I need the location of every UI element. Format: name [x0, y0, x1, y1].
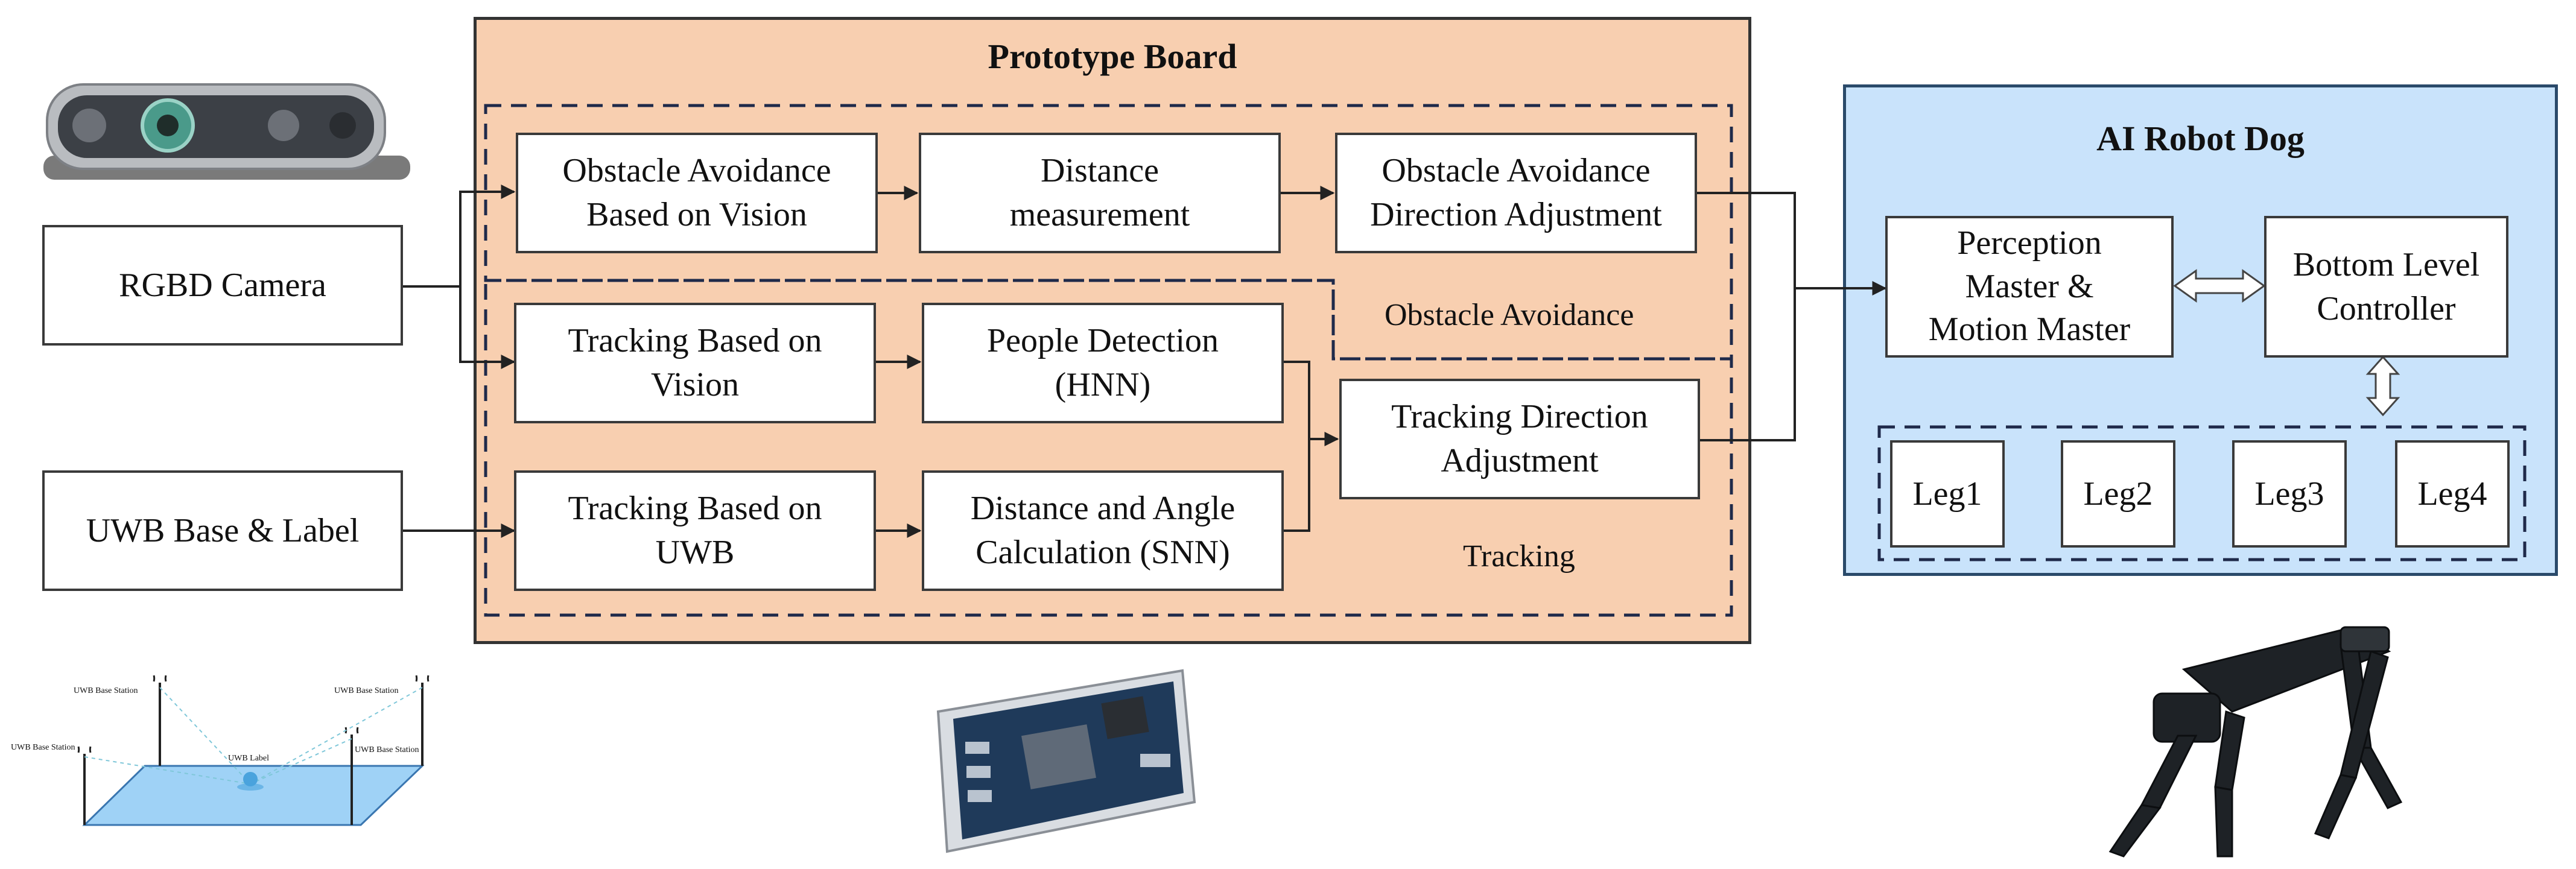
obstacle-vision-block: Obstacle Avoidance Based on Vision: [516, 133, 878, 253]
rgbd-camera-illustration: [43, 83, 410, 180]
uwb-station-label-1: UWB Base Station: [74, 686, 138, 695]
tracking-direction-block: Tracking Direction Adjustment: [1339, 379, 1700, 499]
uwb-station-label-2: UWB Base Station: [334, 686, 399, 695]
tracking-group-border: [484, 279, 1733, 617]
uwb-base-label-box: UWB Base & Label: [42, 470, 403, 591]
robot-dog-title: AI Robot Dog: [2096, 119, 2305, 158]
obstacle-direction-block: Obstacle Avoidance Direction Adjustment: [1335, 133, 1697, 253]
leg4-block: Leg4: [2395, 440, 2510, 548]
rgbd-camera-box: RGBD Camera: [42, 225, 403, 346]
tracking-vision-block: Tracking Based on Vision: [514, 303, 876, 423]
bidirectional-arrow-horizontal: [2173, 269, 2266, 303]
tracking-uwb-block: Tracking Based on UWB: [514, 470, 876, 591]
uwb-label-tag: UWB Label: [228, 754, 270, 763]
uwb-illustration: [77, 675, 430, 826]
prototype-board-title: Prototype Board: [988, 37, 1237, 76]
legs-group-border: [1877, 425, 2527, 561]
bidirectional-arrow-vertical: [2365, 355, 2400, 417]
distance-angle-block: Distance and Angle Calculation (SNN): [922, 470, 1284, 591]
leg2-block: Leg2: [2061, 440, 2175, 548]
leg3-block: Leg3: [2232, 440, 2347, 548]
bottom-controller-block: Bottom Level Controller: [2264, 216, 2508, 358]
robot-dog-illustration: [2108, 626, 2403, 858]
people-detection-block: People Detection (HNN): [922, 303, 1284, 423]
leg1-block: Leg1: [1890, 440, 2005, 548]
tracking-group-label: Tracking: [1463, 539, 1575, 574]
uwb-station-label-4: UWB Base Station: [355, 745, 419, 754]
obstacle-group-label: Obstacle Avoidance: [1385, 298, 1634, 332]
uwb-station-label-3: UWB Base Station: [11, 743, 75, 752]
perception-motion-block: Perception Master & Motion Master: [1885, 216, 2174, 358]
board-illustration: [936, 669, 1196, 853]
distance-measurement-block: Distance measurement: [919, 133, 1281, 253]
